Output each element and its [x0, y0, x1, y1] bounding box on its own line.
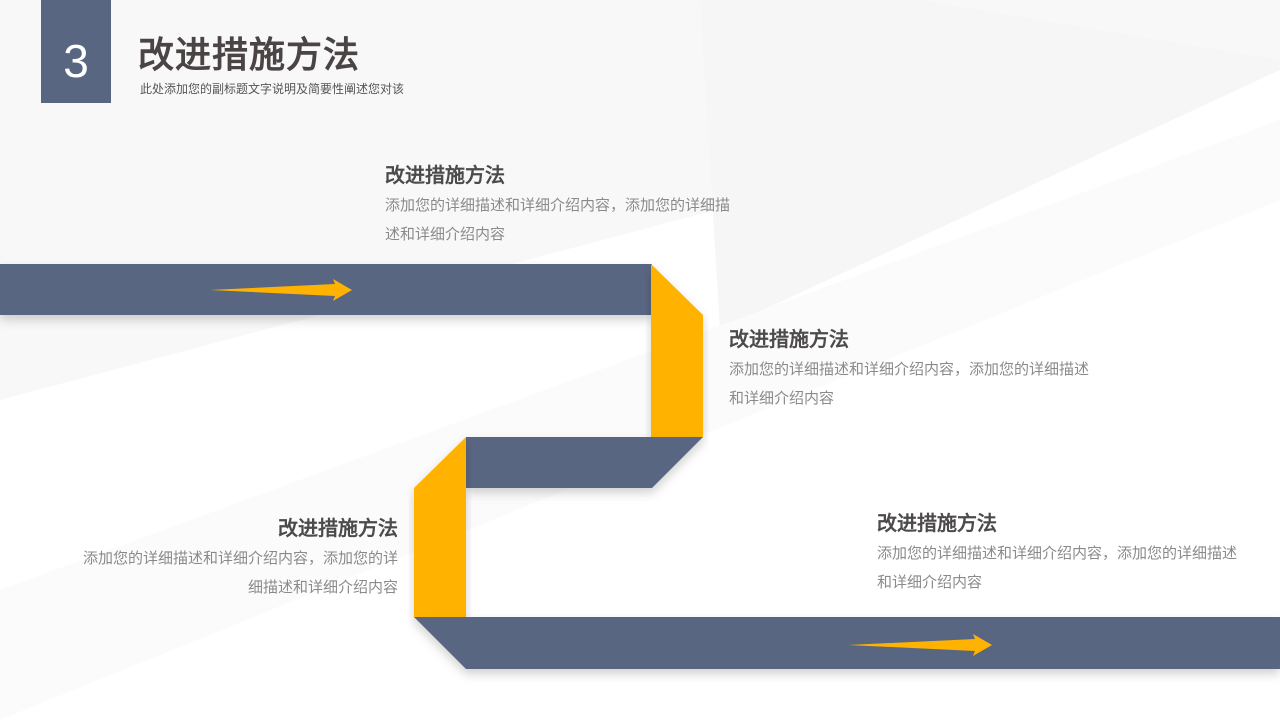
ribbon-segment-bottom	[414, 617, 1280, 669]
step-description: 添加您的详细描述和详细介绍内容，添加您的详细描述和详细介绍内容	[385, 196, 731, 243]
step-title: 改进措施方法	[385, 163, 505, 187]
step-block-4: 改进措施方法 添加您的详细描述和详细介绍内容，添加您的详细描述和详细介绍内容	[877, 509, 1237, 597]
step-block-2: 改进措施方法 添加您的详细描述和详细介绍内容，添加您的详细描述和详细介绍内容	[729, 325, 1089, 413]
step-description: 添加您的详细描述和详细介绍内容，添加您的详细描述和详细介绍内容	[82, 549, 398, 596]
arrow-right-icon	[210, 279, 352, 301]
step-title: 改进措施方法	[877, 511, 997, 535]
page-title: 改进措施方法	[138, 35, 361, 76]
section-number: 3	[63, 34, 89, 87]
step-block-3: 改进措施方法 添加您的详细描述和详细介绍内容，添加您的详细描述和详细介绍内容	[70, 514, 398, 602]
step-title: 改进措施方法	[278, 516, 398, 540]
ribbon-fold-left	[414, 437, 466, 617]
step-title: 改进措施方法	[729, 327, 849, 351]
section-number-badge: 3	[41, 0, 111, 103]
step-description: 添加您的详细描述和详细介绍内容，添加您的详细描述和详细介绍内容	[877, 544, 1238, 591]
page-subtitle: 此处添加您的副标题文字说明及简要性阐述您对该	[140, 82, 405, 96]
step-description: 添加您的详细描述和详细介绍内容，添加您的详细描述和详细介绍内容	[729, 360, 1090, 407]
ribbon-segment-middle	[466, 437, 703, 488]
arrow-right-icon	[848, 634, 992, 656]
step-block-1: 改进措施方法 添加您的详细描述和详细介绍内容，添加您的详细描述和详细介绍内容	[385, 161, 730, 249]
ribbon-fold-right	[651, 264, 703, 437]
